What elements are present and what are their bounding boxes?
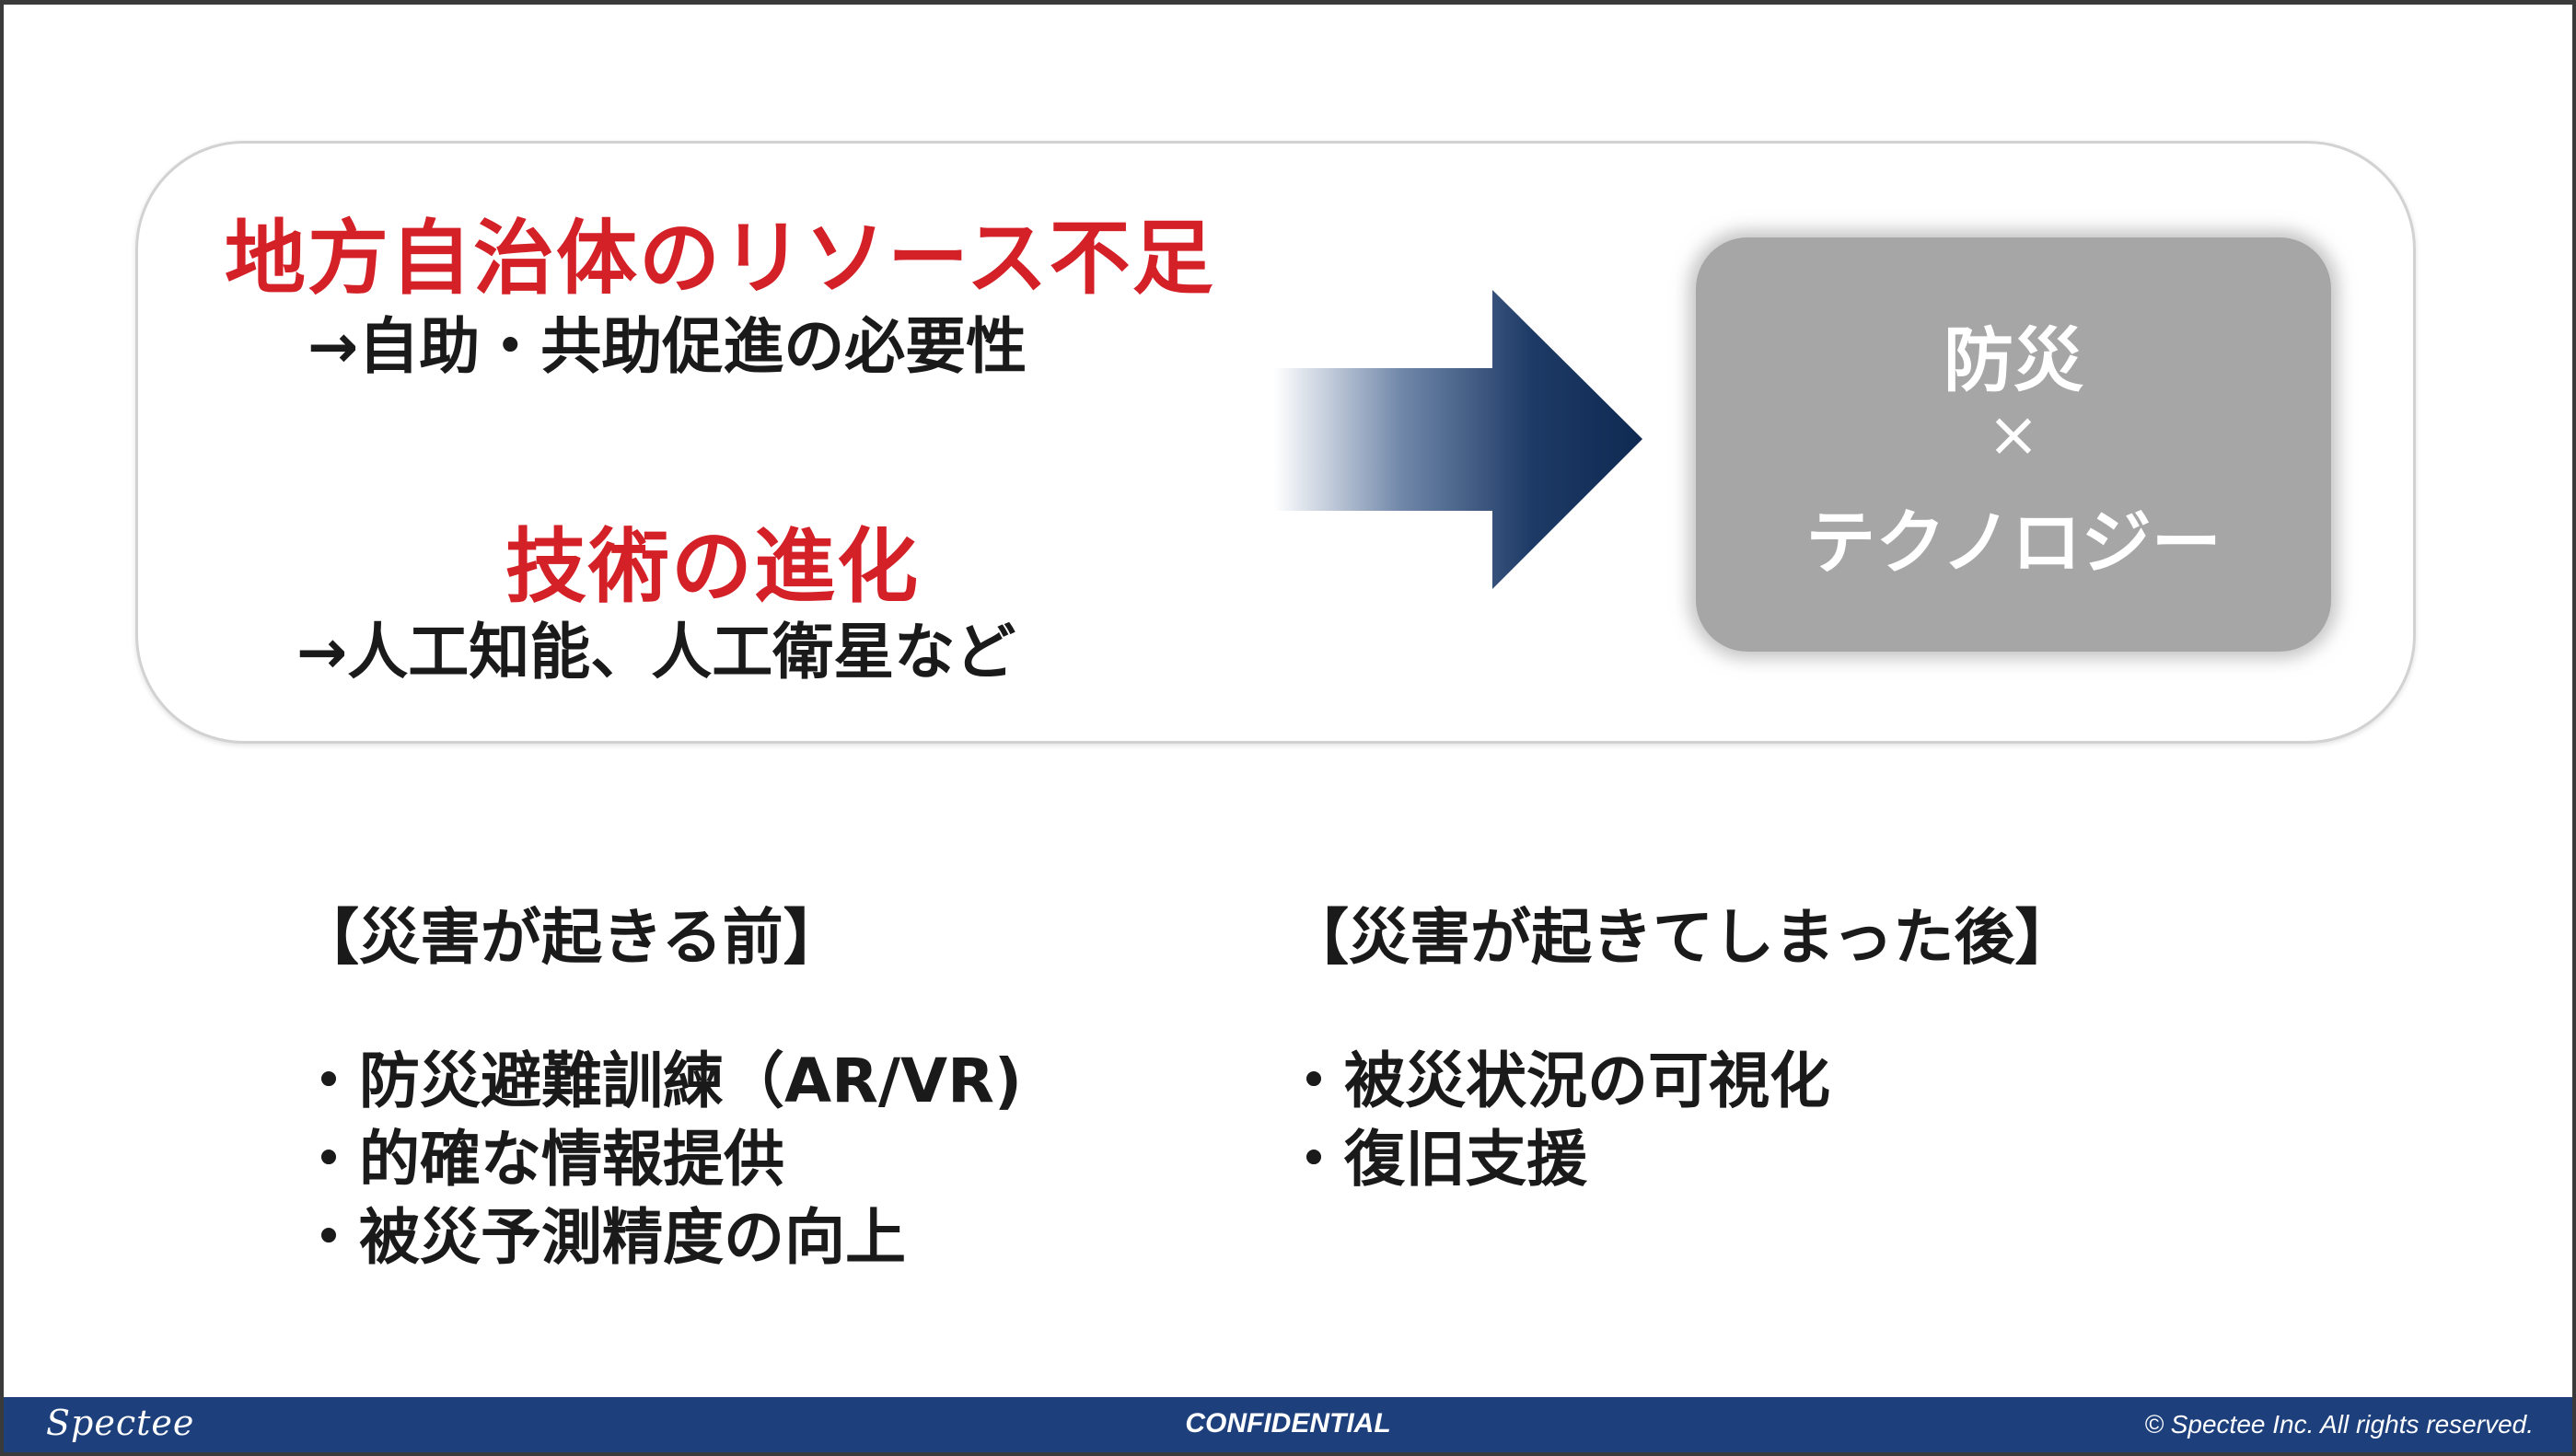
copyright-text: © Spectee Inc. All rights reserved. (2144, 1410, 2534, 1439)
footer-bar: Spectee CONFIDENTIAL © Spectee Inc. All … (4, 1397, 2572, 1452)
disaster-tech-box: 防災 × テクノロジー (1696, 237, 2331, 652)
list-item: ・被災予測精度の向上 (298, 1202, 906, 1273)
resource-shortage-subline: →自助・共助促進の必要性 (307, 311, 1027, 382)
tech-evolution-subline: →人工知能、人工衛星など (296, 617, 1016, 688)
list-item: ・的確な情報提供 (298, 1124, 784, 1195)
after-disaster-list: ・被災状況の可視化 ・復旧支援 (1283, 1042, 1830, 1198)
resource-shortage-heading: 地方自治体のリソース不足 (225, 211, 1215, 306)
right-arrow-icon (1274, 290, 1642, 589)
list-item: ・被災状況の可視化 (1283, 1046, 1830, 1116)
tech-box-times: × (1987, 399, 2040, 471)
list-item: ・防災避難訓練（AR/VR) (298, 1046, 1023, 1116)
before-disaster-list: ・防災避難訓練（AR/VR) ・的確な情報提供 ・被災予測精度の向上 (298, 1042, 1022, 1277)
confidential-label: CONFIDENTIAL (1185, 1408, 1391, 1439)
spectee-logo: Spectee (46, 1403, 195, 1443)
tech-evolution-heading: 技術の進化 (505, 519, 921, 614)
slide: 地方自治体のリソース不足 →自助・共助促進の必要性 技術の進化 →人工知能、人工… (4, 5, 2572, 1452)
before-disaster-title: 【災害が起きる前】 (298, 902, 844, 973)
tech-box-line-1: 防災 (1944, 319, 2083, 401)
list-item: ・復旧支援 (1283, 1124, 1587, 1195)
after-disaster-title: 【災害が起きてしまった後】 (1288, 902, 2076, 973)
tech-box-line-3: テクノロジー (1805, 502, 2222, 584)
